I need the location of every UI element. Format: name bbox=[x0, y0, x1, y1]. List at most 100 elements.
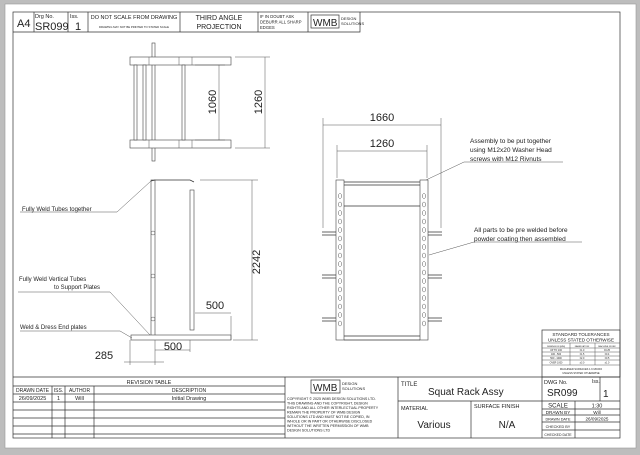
drawn-date: 26/09/2025 bbox=[586, 417, 609, 422]
tb-iss: 1 bbox=[603, 389, 609, 400]
tol-cell: ±1.5 bbox=[580, 353, 585, 356]
upright-hole bbox=[338, 235, 342, 242]
upright-hole bbox=[422, 312, 426, 318]
copyright-line: WHOLE OR IN PART OR OTHERWISE DISCLOSED bbox=[287, 420, 373, 424]
note-assembly-1: Assembly to be put together bbox=[470, 138, 552, 145]
side-view: 2242 500 500 285 Fully Weld Tubes togeth… bbox=[18, 179, 263, 365]
rev-cell: Initial Drawing bbox=[172, 396, 207, 402]
note-weld-vertical-2: to Support Plates bbox=[54, 285, 100, 291]
copyright-line: RIGHTS AND ALL OTHER INTERLECTUAL PROPER… bbox=[287, 406, 379, 410]
copyright-line: COPYRIGHT © 2025 WMB DESIGN SOLUTIONS LT… bbox=[287, 397, 376, 401]
dim-plan-inner: 1060 bbox=[207, 90, 219, 114]
tol-header: DIMENSION (MM) bbox=[547, 346, 565, 348]
copyright-line: THIS DRAWING AND THE COPYRIGHT, DESIGN bbox=[287, 402, 368, 406]
copyright-line: REMAIN THE PROPERTY OF WMB DESIGN bbox=[287, 411, 361, 415]
tol-cell: 100 - 500 bbox=[551, 353, 562, 356]
tol-cell: ±1.0 bbox=[605, 362, 610, 365]
dim-front-inner: 1260 bbox=[370, 138, 394, 150]
checked-date-label: CHECKED DATE bbox=[544, 433, 572, 437]
upright-hole bbox=[338, 320, 342, 327]
do-not-scale: DO NOT SCALE FROM DRAWING bbox=[91, 15, 177, 21]
material: Various bbox=[417, 420, 450, 431]
upright-hole bbox=[338, 286, 342, 293]
projection-line1: THIRD ANGLE bbox=[196, 15, 243, 22]
tb-iss-label: Iss. bbox=[592, 379, 600, 385]
doubt-line3: EDGES bbox=[260, 25, 275, 30]
plan-view: 1060 1260 bbox=[129, 42, 270, 162]
upright-hole bbox=[422, 269, 426, 276]
note-assembly-3: screws with M12 Rivnuts bbox=[470, 156, 542, 163]
dim-depth-upper: 500 bbox=[206, 300, 224, 312]
logo-sub2: SOLUTIONS bbox=[341, 21, 364, 26]
projection-line2: PROJECTION bbox=[196, 24, 241, 31]
dim-front-outer: 1660 bbox=[370, 112, 394, 124]
tol-cell: ±0.25 bbox=[604, 349, 611, 352]
tol-cell: ±0.5 bbox=[605, 357, 610, 360]
drg-no-label: Drg No. bbox=[35, 14, 54, 20]
tolerance-table: STANDARD TOLERANCES UNLESS STATED OTHERW… bbox=[541, 329, 621, 378]
upright-hole bbox=[422, 252, 426, 259]
doubt-line1: IF IN DOUBT ASK bbox=[260, 14, 294, 19]
upright-hole bbox=[338, 252, 342, 259]
upright-hole bbox=[422, 303, 426, 310]
drawn-by: Will bbox=[593, 410, 600, 415]
copyright-logo-sub2: SOLUTIONS bbox=[342, 386, 365, 391]
dim-height: 2242 bbox=[251, 250, 263, 274]
upright-hole bbox=[422, 244, 426, 250]
scale-label: SCALE bbox=[548, 404, 568, 410]
logo: WMB bbox=[313, 18, 338, 29]
note-weld-tubes: Fully Weld Tubes together bbox=[22, 207, 92, 213]
copyright-line: SOLUTIONS LTD AND MUST NOT BE COPIED, IN bbox=[287, 415, 370, 419]
tol-cell: OVER 1000 bbox=[550, 362, 563, 365]
upright-hole bbox=[338, 261, 342, 267]
upright-hole bbox=[338, 218, 342, 225]
drawing-title: Squat Rack Assy bbox=[428, 387, 504, 398]
copyright-line: DESIGN SOLUTIONS LTD bbox=[287, 429, 330, 433]
finish-label: SURFACE FINISH bbox=[474, 404, 520, 410]
iss-label: Iss. bbox=[70, 14, 79, 20]
rev-header: DRAWN DATE bbox=[16, 388, 50, 394]
tol-cell: 500 - 1000 bbox=[550, 357, 562, 360]
upright-hole bbox=[338, 269, 342, 276]
revision-title: REVISION TABLE bbox=[127, 380, 172, 386]
upright-hole bbox=[338, 295, 342, 301]
note-weld-vertical-1: Fully Weld Vertical Tubes bbox=[19, 277, 86, 283]
upright-hole bbox=[422, 295, 426, 301]
drawing-frame bbox=[12, 11, 621, 439]
copyright-logo-sub1: DESIGN bbox=[342, 381, 357, 386]
upright-hole bbox=[338, 201, 342, 208]
note-prewelded-1: All parts to be pre welded before bbox=[474, 227, 568, 234]
tol-cell: ±1.0 bbox=[580, 349, 585, 352]
copyright-line: WITHOUT THE WRITTEN PERMISSION OF WMB bbox=[287, 424, 369, 428]
tol-cell: UP TO 100 bbox=[550, 349, 562, 352]
upright-hole bbox=[338, 244, 342, 250]
note-prewelded-2: powder coating then assembled bbox=[474, 236, 566, 243]
rev-header: DESCRIPTION bbox=[172, 388, 207, 394]
upright-hole bbox=[422, 201, 426, 208]
rev-cell: Will bbox=[75, 396, 84, 402]
upright-hole bbox=[338, 303, 342, 310]
header-strip: A4 Drg No. SR099 Iss. 1 DO NOT SCALE FRO… bbox=[13, 12, 364, 33]
logo-sub1: DESIGN bbox=[341, 16, 356, 21]
drawn-by-label: DRAWN BY bbox=[546, 410, 571, 415]
surface-finish: N/A bbox=[499, 420, 516, 431]
upright-hole bbox=[422, 210, 426, 216]
dim-offset: 285 bbox=[95, 350, 113, 362]
copyright-block: WMB DESIGN SOLUTIONS COPYRIGHT © 2025 WM… bbox=[287, 379, 379, 433]
tol-header: FABRICATION bbox=[575, 345, 590, 348]
drawn-date-label: DRAWN DATE bbox=[545, 418, 571, 422]
dim-depth-lower: 500 bbox=[164, 341, 182, 353]
upright-hole bbox=[338, 193, 342, 199]
copyright-logo: WMB bbox=[313, 383, 338, 394]
upright-hole bbox=[422, 261, 426, 267]
note-weld-end: Weld & Dress End plates bbox=[20, 325, 87, 331]
tol-cell: ±3.0 bbox=[580, 362, 585, 365]
tol-header: MACHINE WORK bbox=[598, 345, 616, 348]
upright-hole bbox=[338, 278, 342, 284]
upright-hole bbox=[422, 218, 426, 225]
rev-header: ISS. bbox=[54, 388, 63, 394]
upright-hole bbox=[338, 312, 342, 318]
upright-hole bbox=[422, 193, 426, 199]
sheet-size: A4 bbox=[17, 18, 30, 30]
